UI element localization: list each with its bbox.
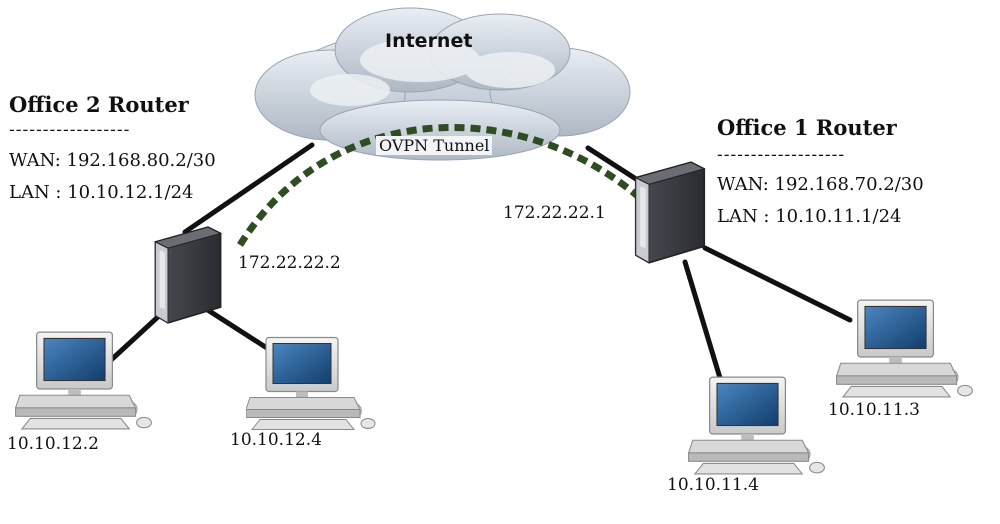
office2-pc1-icon [14,331,153,430]
internet-label: Internet [385,30,473,52]
ovpn-tunnel-line [237,124,643,247]
office2-tunnel-ip: 172.22.22.2 [238,253,341,273]
cable-office2-internet [182,142,315,235]
office1-separator: ------------------- [717,145,846,165]
office2-wan: WAN: 192.168.80.2/30 [9,150,216,171]
office2-lan: LAN : 10.10.12.1/24 [9,182,194,203]
office2-host-ip: 10.10.12.2 [7,434,99,454]
office1-lan: LAN : 10.10.11.1/24 [717,206,902,227]
office1-tunnel-ip: 172.22.22.1 [503,203,606,223]
office2-host-ip: 10.10.12.4 [230,430,322,450]
office1-host-ip: 10.10.11.3 [828,400,920,420]
office1-wan: WAN: 192.168.70.2/30 [717,174,924,195]
office1-title: Office 1 Router [717,115,897,140]
office2-separator: ------------------ [9,120,131,140]
office1-router-icon [634,161,706,264]
office2-router-icon [154,226,222,324]
internet-cloud [254,7,631,161]
cable-office1-pc3 [702,245,853,323]
ovpn-tunnel-label: OVPN Tunnel [376,136,493,155]
cables [95,142,853,381]
cable-office1-pc4 [682,259,723,381]
office2-title: Office 2 Router [9,92,189,117]
office2-pc2-icon [246,336,376,431]
office1-pc3-icon [836,299,974,398]
office1-host-ip: 10.10.11.4 [667,475,759,495]
office1-pc4-icon [688,376,826,475]
cable-office2-pc2 [197,302,273,353]
